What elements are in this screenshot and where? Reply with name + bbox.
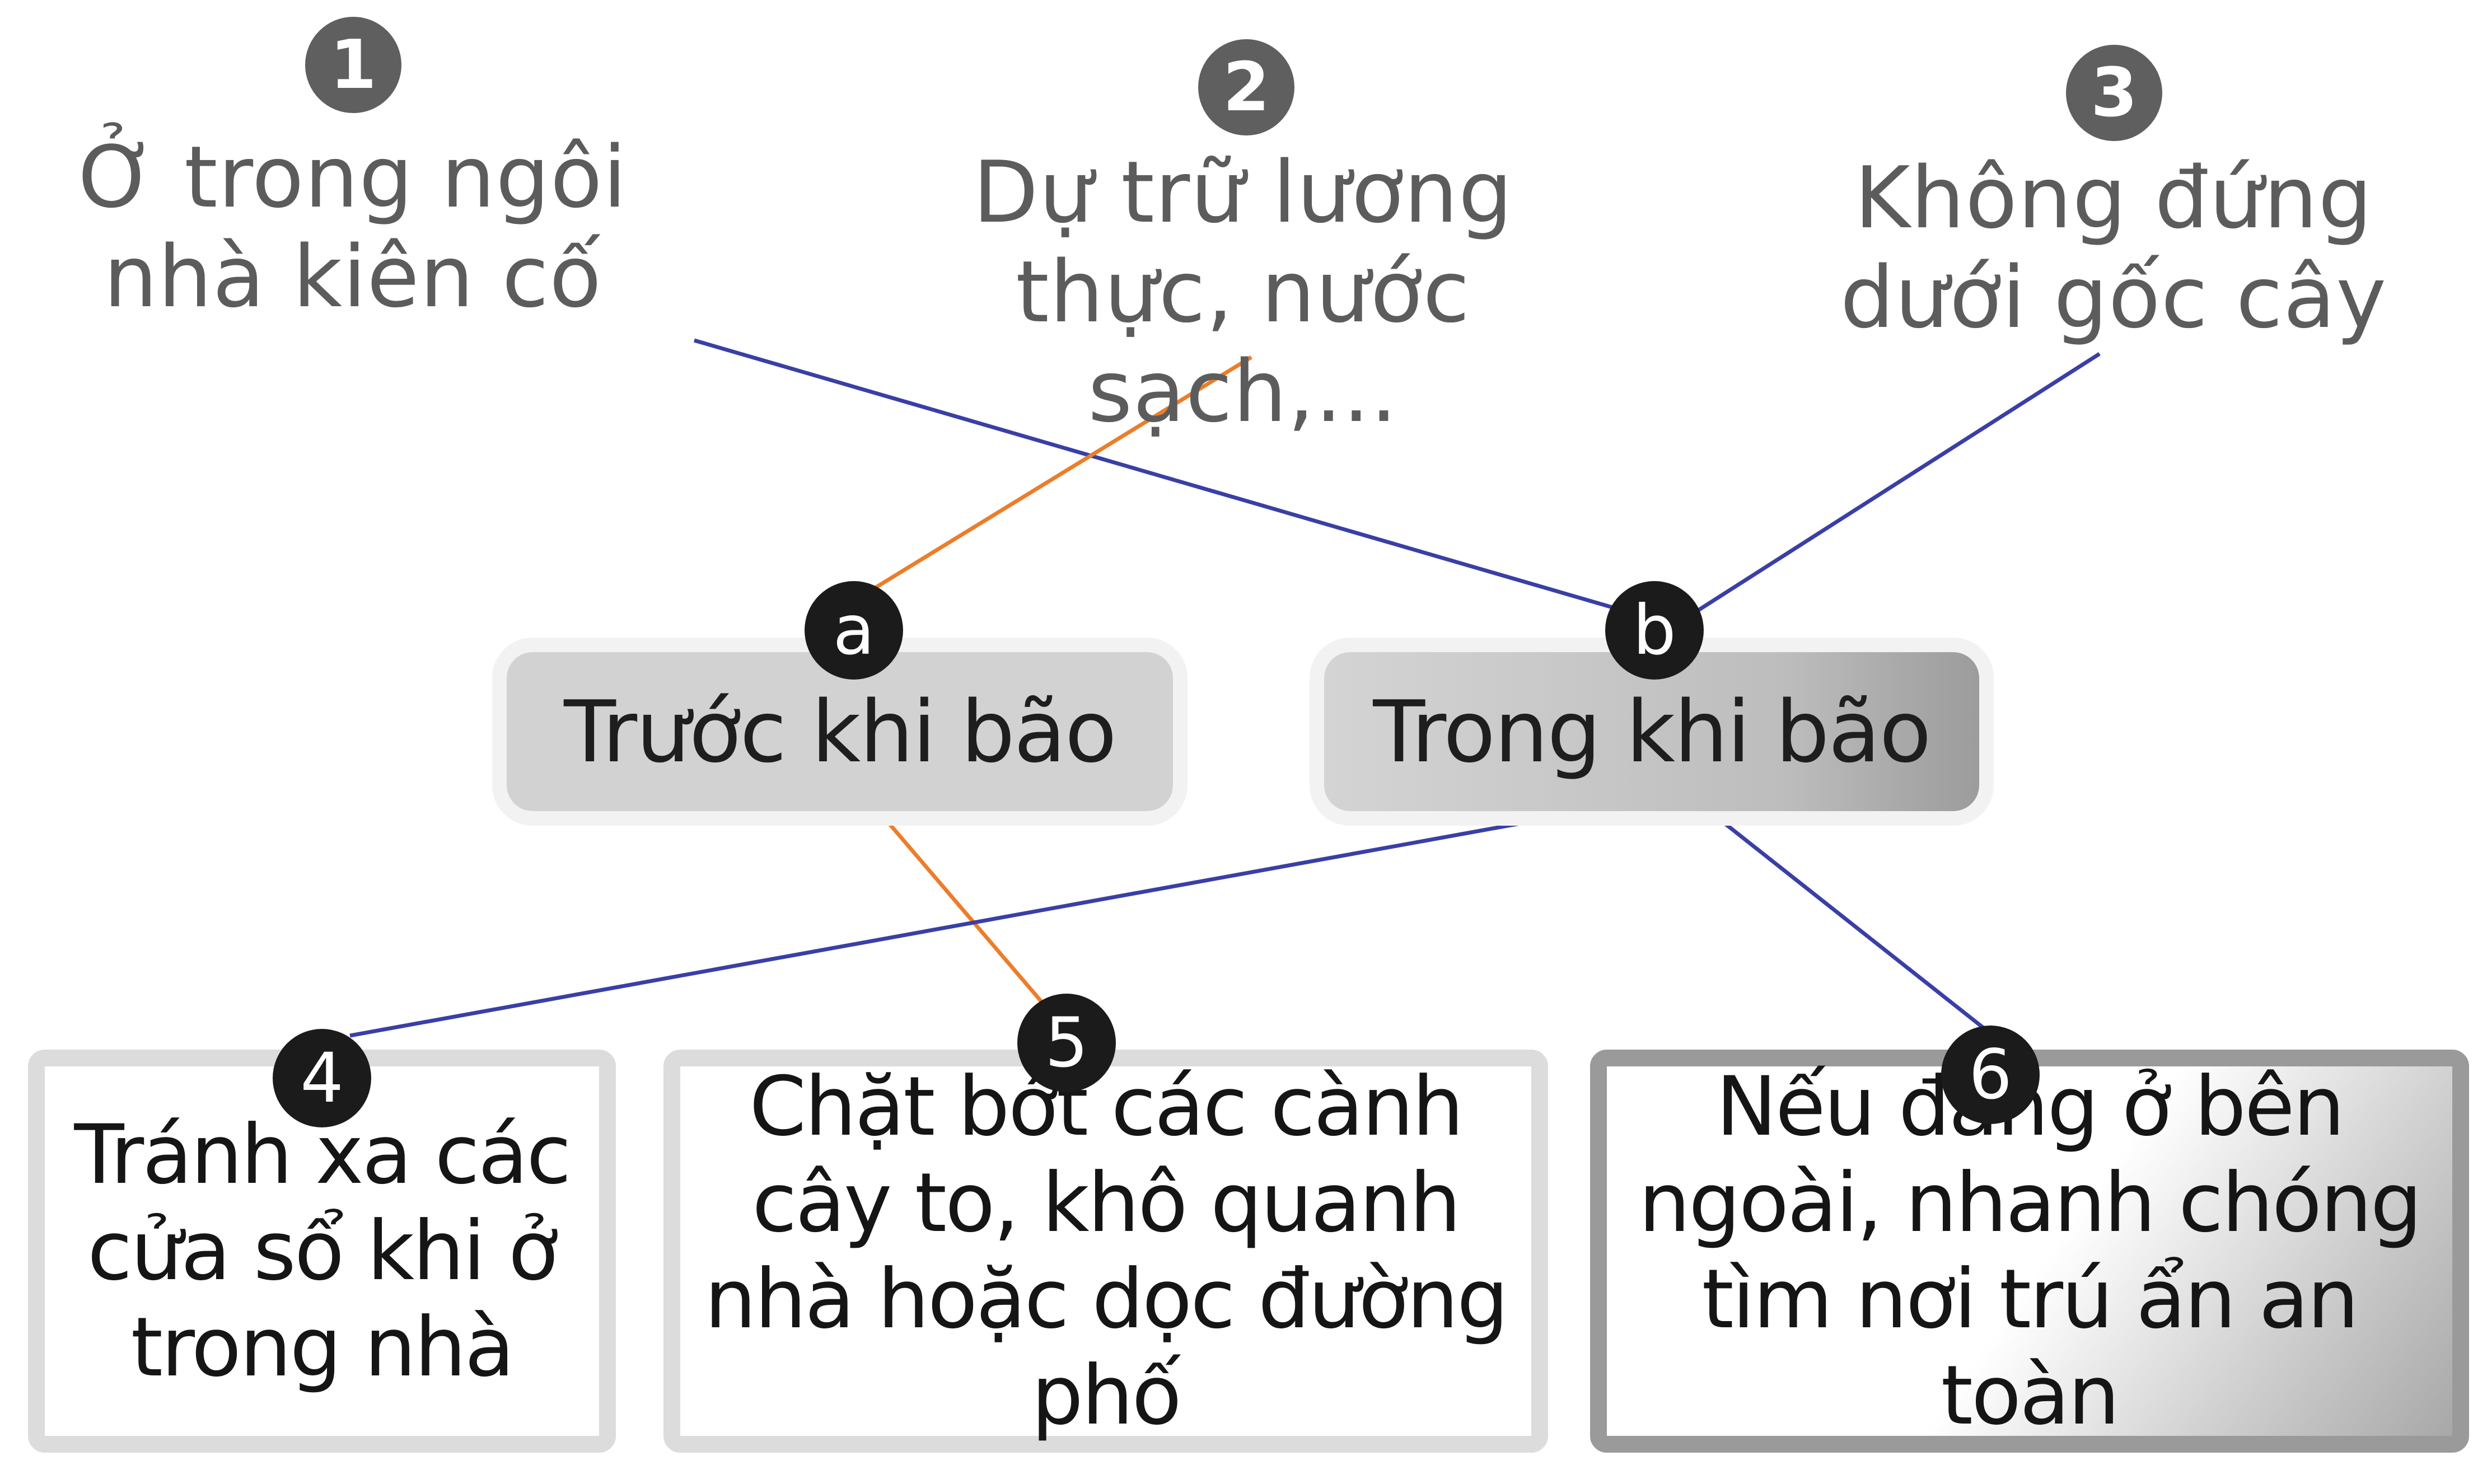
top-item-2-number-badge: 2 bbox=[1198, 39, 1294, 135]
action-4-number-badge: 4 bbox=[273, 1029, 371, 1127]
stage-b-label: Trong khi bão bbox=[1373, 682, 1931, 781]
top-item-1: Ở trong ngôi nhà kiên cố bbox=[34, 128, 672, 327]
top-item-1-number-badge: 1 bbox=[305, 17, 401, 113]
connector-b-to-6 bbox=[1698, 802, 1986, 1031]
stage-b-letter-badge: b bbox=[1605, 581, 1704, 680]
action-6-number: 6 bbox=[1969, 1035, 2012, 1115]
action-box-6: Nếu đang ở bên ngoài, nhanh chóng tìm nơ… bbox=[1590, 1050, 2469, 1453]
connector-a-to-5 bbox=[877, 810, 1046, 1007]
stage-box-before-storm: Trước khi bão bbox=[492, 638, 1188, 826]
action-5-number: 5 bbox=[1045, 1003, 1088, 1083]
top-item-3-number: 3 bbox=[2091, 54, 2138, 132]
stage-b-letter: b bbox=[1633, 591, 1676, 670]
action-6-text: Nếu đang ở bên ngoài, nhanh chóng tìm nơ… bbox=[1638, 1059, 2423, 1443]
action-4-text: Tránh xa các cửa sổ khi ở trong nhà bbox=[74, 1107, 572, 1395]
top-item-2-text: Dự trữ lương thực, nước sạch,... bbox=[973, 143, 1513, 441]
connector-2-to-a bbox=[869, 355, 1252, 592]
stage-a-letter: a bbox=[833, 591, 875, 670]
action-5-text: Chặt bớt các cành cây to, khô quanh nhà … bbox=[704, 1059, 1508, 1443]
top-item-1-number: 1 bbox=[330, 26, 377, 104]
action-6-number-badge: 6 bbox=[1941, 1026, 2040, 1124]
top-item-3: Không đứng dưới gốc cây bbox=[1792, 148, 2435, 348]
connector-b-to-4 bbox=[349, 800, 1638, 1038]
top-item-3-text: Không đứng dưới gốc cây bbox=[1840, 148, 2387, 347]
action-5-number-badge: 5 bbox=[1017, 994, 1116, 1092]
action-box-5: Chặt bớt các cành cây to, khô quanh nhà … bbox=[663, 1050, 1548, 1453]
connector-3-to-b bbox=[1684, 352, 2101, 620]
top-item-1-text: Ở trong ngôi nhà kiên cố bbox=[78, 128, 628, 326]
stage-a-label: Trước khi bão bbox=[564, 682, 1117, 781]
top-item-2-number: 2 bbox=[1223, 48, 1270, 127]
top-item-2: Dự trữ lương thực, nước sạch,... bbox=[879, 143, 1607, 442]
action-4-number: 4 bbox=[300, 1038, 344, 1118]
stage-a-letter-badge: a bbox=[805, 581, 903, 680]
connector-1-to-b bbox=[694, 338, 1613, 610]
top-item-3-number-badge: 3 bbox=[2066, 45, 2162, 141]
